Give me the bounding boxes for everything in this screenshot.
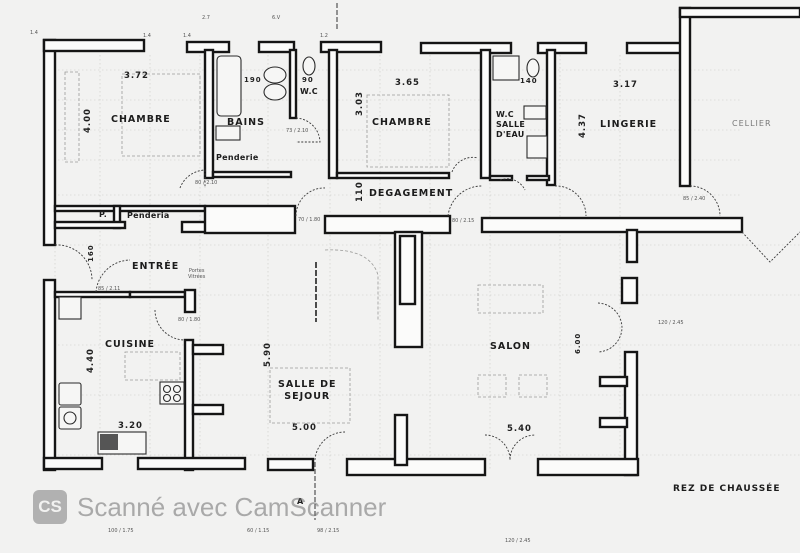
door-dim: 85 / 2.40 bbox=[683, 196, 706, 202]
top-marker: 1.2 bbox=[320, 33, 328, 39]
dim-salon-depth: 6.00 bbox=[574, 332, 582, 354]
door-dim: 85 / 2.11 bbox=[98, 286, 121, 292]
note-portes-vitrees: Portes Vitrées bbox=[188, 268, 206, 280]
section-marker-a: A bbox=[297, 497, 304, 506]
door-dim: 80 / 1.80 bbox=[178, 317, 201, 323]
top-marker: 1.4 bbox=[143, 33, 151, 39]
room-label-salon: SALON bbox=[490, 341, 531, 352]
cooktop-fixture bbox=[159, 381, 185, 405]
top-marker: 1.4 bbox=[30, 30, 38, 36]
watermark-text: Scanné avec CamScanner bbox=[77, 491, 387, 522]
fixtures bbox=[58, 55, 548, 455]
room-label-placard: P. bbox=[99, 210, 108, 219]
washbasin-fixture bbox=[526, 135, 548, 159]
dim-bains: 190 bbox=[244, 76, 262, 84]
top-marker: 6.V bbox=[272, 15, 281, 21]
dim-lingerie-depth: 4.37 bbox=[578, 113, 588, 138]
walls bbox=[42, 6, 800, 477]
door-swings bbox=[54, 117, 800, 461]
dim-chambre-1-depth: 4.00 bbox=[83, 108, 93, 133]
room-label-penderie-2: Penderia bbox=[127, 211, 170, 220]
room-label-chambre-1: CHAMBRE bbox=[111, 114, 171, 125]
fridge-fixture bbox=[58, 296, 82, 320]
door-dim: 70 / 1.80 bbox=[298, 217, 321, 223]
dim-salon-width: 5.40 bbox=[507, 424, 532, 434]
top-marker: 2.7 bbox=[202, 15, 210, 21]
dim-cuisine-width: 3.20 bbox=[118, 421, 143, 431]
bidet-fixture bbox=[523, 105, 547, 120]
dim-salle-eau: 140 bbox=[520, 77, 538, 85]
door-dim: 120 / 2.45 bbox=[658, 320, 684, 326]
room-label-degagement: DEGAGEMENT bbox=[369, 188, 454, 199]
toilet-fixture bbox=[526, 58, 540, 78]
bathtub-fixture bbox=[216, 55, 242, 117]
room-label-entree: ENTRÉE bbox=[132, 261, 180, 272]
sink-fixture bbox=[263, 66, 287, 84]
drawing-title: REZ DE CHAUSSÉE bbox=[673, 484, 781, 494]
door-dim: 80 / 2.15 bbox=[452, 218, 475, 224]
bottom-dim: 120 / 2.45 bbox=[505, 538, 531, 544]
sink-fixture bbox=[263, 83, 287, 101]
room-label-bains: BAINS bbox=[227, 117, 265, 128]
furniture-outlines bbox=[64, 3, 548, 520]
dim-degagement: 110 bbox=[355, 181, 365, 202]
room-label-sejour: SALLE DE SEJOUR bbox=[278, 379, 337, 402]
top-marker: 1.4 bbox=[183, 33, 191, 39]
room-label-wc-salle-eau: W.C SALLE D'EAU bbox=[496, 110, 526, 139]
dim-sejour-depth: 5.90 bbox=[263, 342, 273, 367]
dim-chambre-1-width: 3.72 bbox=[124, 71, 149, 81]
camscanner-logo-icon: CS bbox=[33, 490, 67, 524]
dim-cuisine-depth: 4.40 bbox=[86, 348, 96, 373]
bidet-fixture bbox=[215, 125, 241, 141]
dim-lingerie-width: 3.17 bbox=[613, 80, 638, 90]
room-label-chambre-2: CHAMBRE bbox=[372, 117, 432, 128]
room-label-cellier: CELLIER bbox=[732, 119, 772, 128]
bottom-dim: 98 / 2.15 bbox=[317, 528, 340, 534]
room-label-wc-1: W.C bbox=[300, 87, 318, 96]
appliance-fixture bbox=[58, 382, 82, 406]
room-label-cuisine: CUISINE bbox=[105, 339, 156, 350]
bottom-dim: 60 / 1.15 bbox=[247, 528, 270, 534]
bottom-dim: 100 / 1.75 bbox=[108, 528, 134, 534]
dim-sejour-width: 5.00 bbox=[292, 423, 317, 433]
door-dim: 80 / 2.10 bbox=[195, 180, 218, 186]
dim-chambre-2-depth: 3.03 bbox=[355, 91, 365, 116]
room-label-lingerie: LINGERIE bbox=[600, 119, 658, 130]
room-label-penderie-1: Penderie bbox=[216, 153, 259, 162]
dim-wc-1: 90 bbox=[302, 76, 314, 84]
shower-fixture bbox=[492, 55, 520, 81]
sink-basin bbox=[100, 434, 118, 450]
dim-entree: 160 bbox=[87, 244, 95, 262]
dim-chambre-2-width: 3.65 bbox=[395, 78, 420, 88]
toilet-fixture bbox=[302, 56, 316, 76]
camscanner-watermark: CS Scanné avec CamScanner bbox=[33, 490, 386, 524]
door-dim: 73 / 2.10 bbox=[286, 128, 309, 134]
